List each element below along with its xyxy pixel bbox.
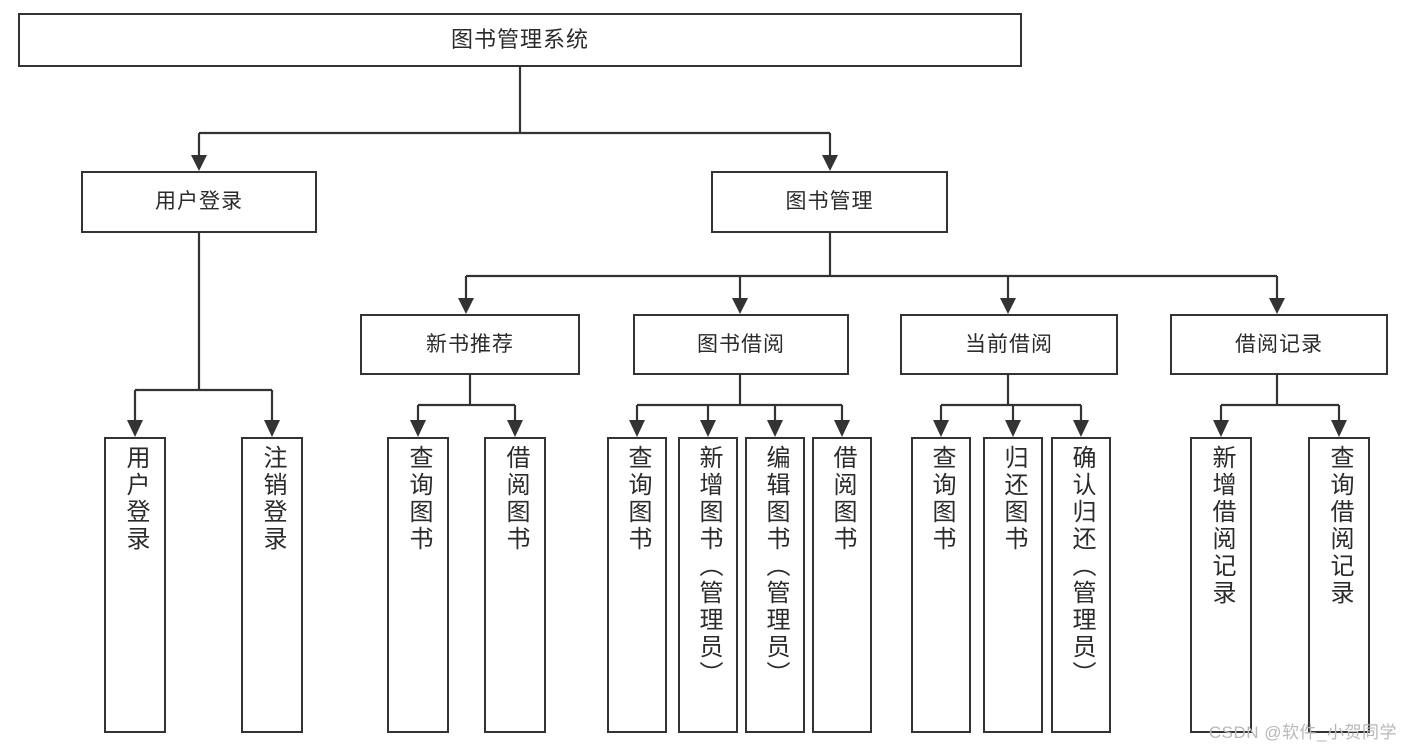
arrow-leaf-2 (264, 420, 280, 437)
csdn-watermark: CSDN @软件_小贺同学 (1208, 723, 1397, 742)
leaf-node[interactable]: 新增图书（管理员） (678, 437, 738, 733)
node-user-login-label: 用户登录 (155, 190, 243, 214)
node-book-borrow[interactable]: 图书借阅 (633, 314, 849, 375)
arrow-current (1000, 298, 1016, 314)
leaf-node[interactable]: 编辑图书（管理员） (745, 437, 805, 733)
arrow-leaf-12 (1213, 420, 1229, 437)
leaf-node-label: 确认归还（管理员） (1068, 445, 1095, 688)
leaf-node-label: 注销登录 (259, 445, 286, 553)
leaf-node-label: 新增图书（管理员） (695, 445, 722, 688)
leaf-node-label: 编辑图书（管理员） (762, 445, 789, 688)
arrow-leaf-10 (1005, 420, 1021, 437)
leaf-node-label: 查询图书 (624, 445, 651, 553)
leaf-node[interactable]: 查询图书 (387, 437, 449, 733)
arrow-newbook (458, 298, 474, 314)
arrow-leaf-13 (1331, 420, 1347, 437)
arrow-leaf-11 (1073, 420, 1089, 437)
node-new-book-recommend-label: 新书推荐 (426, 332, 514, 356)
arrow-leaf-4 (507, 420, 523, 437)
arrow-leaf-9 (933, 420, 949, 437)
leaf-node-label: 归还图书 (1000, 445, 1027, 553)
arrow-leaf-7 (767, 420, 783, 437)
leaf-node[interactable]: 查询图书 (911, 437, 971, 733)
leaf-node-label: 查询图书 (405, 445, 432, 553)
leaf-node[interactable]: 用户登录 (104, 437, 166, 733)
arrow-leaf-8 (834, 420, 850, 437)
node-user-login[interactable]: 用户登录 (81, 171, 317, 233)
leaf-node-label: 查询借阅记录 (1326, 445, 1353, 607)
leaf-node-label: 查询图书 (928, 445, 955, 553)
leaf-node-label: 借阅图书 (829, 445, 856, 553)
node-root[interactable]: 图书管理系统 (18, 13, 1022, 67)
arrow-leaf-1 (127, 420, 143, 437)
node-new-book-recommend[interactable]: 新书推荐 (360, 314, 580, 375)
node-root-label: 图书管理系统 (450, 26, 589, 52)
leaf-node[interactable]: 归还图书 (983, 437, 1043, 733)
node-current-borrow-label: 当前借阅 (965, 332, 1053, 356)
leaf-node[interactable]: 新增借阅记录 (1190, 437, 1252, 733)
leaf-node[interactable]: 注销登录 (241, 437, 303, 733)
leaf-node-label: 新增借阅记录 (1208, 445, 1235, 607)
leaf-node[interactable]: 查询图书 (607, 437, 667, 733)
node-borrow-record-label: 借阅记录 (1235, 332, 1323, 356)
node-borrow-record[interactable]: 借阅记录 (1170, 314, 1388, 375)
arrow-borrow (732, 298, 748, 314)
leaf-node[interactable]: 查询借阅记录 (1308, 437, 1370, 733)
node-book-management[interactable]: 图书管理 (711, 171, 948, 233)
leaf-node-label: 借阅图书 (502, 445, 529, 553)
node-book-borrow-label: 图书借阅 (697, 332, 785, 356)
arrow-leaf-6 (700, 420, 716, 437)
arrow-record (1269, 298, 1285, 314)
leaf-node[interactable]: 借阅图书 (484, 437, 546, 733)
node-book-management-label: 图书管理 (785, 190, 874, 214)
arrow-user-login (191, 155, 207, 171)
leaf-node[interactable]: 借阅图书 (812, 437, 872, 733)
node-current-borrow[interactable]: 当前借阅 (900, 314, 1118, 375)
leaf-node-label: 用户登录 (122, 445, 149, 553)
leaf-node[interactable]: 确认归还（管理员） (1051, 437, 1111, 733)
arrow-book-mgmt (822, 155, 838, 171)
arrow-leaf-5 (629, 420, 645, 437)
arrow-leaf-3 (410, 420, 426, 437)
